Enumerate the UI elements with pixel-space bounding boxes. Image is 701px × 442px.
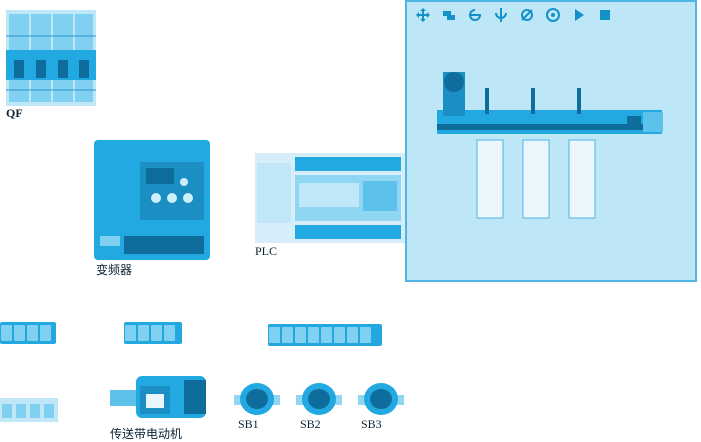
circuit-breaker[interactable] bbox=[6, 10, 96, 106]
frequency-inverter-icon bbox=[94, 140, 210, 260]
3d-viewer-panel[interactable] bbox=[405, 0, 697, 282]
terminal-strip-3[interactable] bbox=[268, 324, 382, 346]
circuit-breaker-icon bbox=[6, 10, 96, 106]
play-icon[interactable] bbox=[571, 7, 587, 23]
stop-icon[interactable] bbox=[597, 7, 613, 23]
conveyor-motor-icon bbox=[110, 376, 206, 418]
rotate-free-icon[interactable] bbox=[519, 7, 535, 23]
conveyor-motor[interactable] bbox=[110, 372, 208, 424]
pan-icon[interactable] bbox=[441, 7, 457, 23]
push-button-icon bbox=[234, 383, 280, 415]
rotate-horizontal-icon[interactable] bbox=[467, 7, 483, 23]
plc[interactable] bbox=[255, 153, 405, 243]
sb2-label: SB2 bbox=[300, 417, 321, 431]
sb3-label: SB3 bbox=[361, 417, 382, 431]
viewer-toolbar bbox=[415, 6, 619, 24]
push-button-icon bbox=[358, 383, 404, 415]
conveyor-sorting-model[interactable] bbox=[437, 72, 667, 222]
motor-label: 传送带电动机 bbox=[110, 427, 183, 441]
reset-icon[interactable] bbox=[545, 7, 561, 23]
terminal-strip-4[interactable] bbox=[0, 398, 58, 422]
plc-icon bbox=[255, 153, 405, 243]
plc-label: PLC bbox=[255, 244, 278, 258]
push-button-sb3[interactable] bbox=[358, 381, 404, 417]
breaker-label: QF bbox=[6, 106, 23, 120]
move-icon[interactable] bbox=[415, 7, 431, 23]
terminal-strip-icon bbox=[2, 404, 54, 418]
frequency-inverter[interactable] bbox=[94, 140, 210, 260]
rotate-vertical-icon[interactable] bbox=[493, 7, 509, 23]
push-button-sb1[interactable] bbox=[234, 381, 280, 417]
terminal-strip-1[interactable] bbox=[0, 322, 56, 344]
push-button-icon bbox=[296, 383, 342, 415]
push-button-sb2[interactable] bbox=[296, 381, 342, 417]
sb1-label: SB1 bbox=[238, 417, 259, 431]
inverter-label: 变频器 bbox=[96, 263, 133, 277]
terminal-strip-2[interactable] bbox=[124, 322, 182, 344]
conveyor-sorting-model-icon bbox=[437, 72, 663, 219]
